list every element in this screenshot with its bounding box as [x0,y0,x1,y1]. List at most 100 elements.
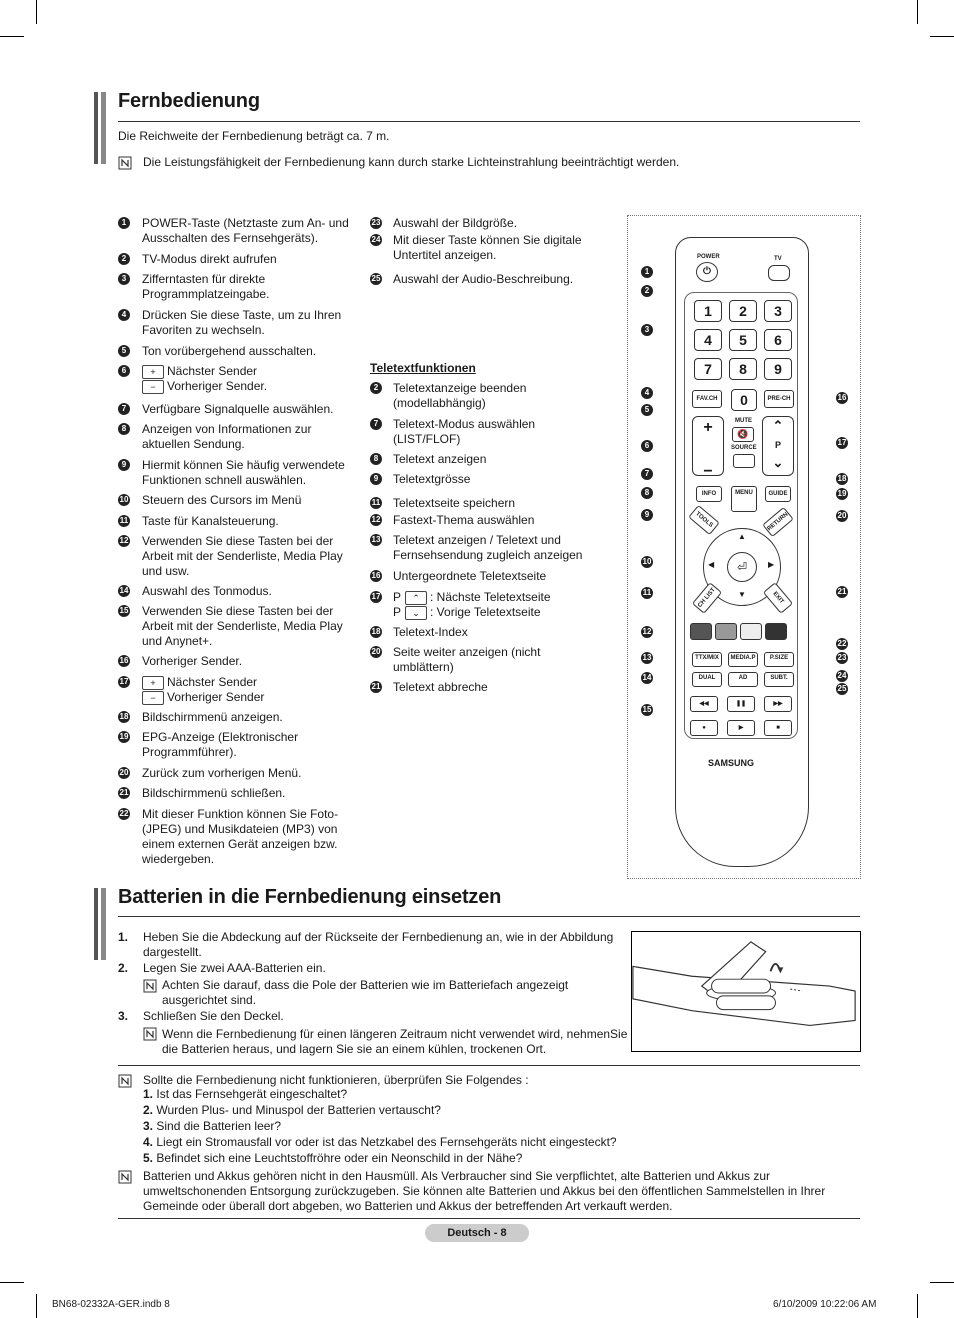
callout-badge: 24 [836,670,848,682]
list-item-text: +Nächster Sender [142,364,257,379]
play-icon[interactable]: ▶ [727,720,755,736]
digit-button[interactable]: 3 [764,300,792,322]
section-bar [101,92,106,164]
list-item-text: Hiermit können Sie häufig verwendete Fun… [142,458,345,487]
digit-button[interactable]: 4 [694,329,722,351]
fast-forward-icon[interactable]: ▶▶ [764,696,792,712]
menu-button[interactable]: MENU [731,486,757,512]
record-icon[interactable]: ● [690,720,718,736]
color-button[interactable] [690,623,712,640]
list-item-text: P⌄: Vorige Teletextseite [393,605,541,620]
list-item-text: Auswahl der Bildgröße. [393,216,518,230]
list-number-badge: 13 [370,534,382,546]
dual-button[interactable]: DUAL [692,672,722,687]
list-item-text: Vorheriger Sender. [142,654,243,668]
crop-mark [0,1282,24,1283]
note-text: Wenn die Fernbedienung für einen längere… [162,1027,628,1056]
subt-button[interactable]: SUBT. [764,672,794,687]
up-arrow-icon[interactable]: ▲ [738,532,746,541]
callout-badge: 22 [836,638,848,650]
ttx-mix-button[interactable]: TTX/MIX [692,652,722,667]
digit-button[interactable]: 9 [764,358,792,380]
footer-file: BN68-02332A-GER.indb 8 [52,1299,170,1310]
power-label: POWER [697,254,720,260]
list-item-text: Anzeigen von Informationen zur aktuellen… [142,422,312,451]
trouble-text: Wurden Plus- und Minuspol der Batterien … [156,1103,441,1117]
color-button[interactable] [740,623,762,640]
crop-mark [0,36,24,37]
tv-button[interactable] [768,265,790,281]
range-text: Die Reichweite der Fernbedienung beträgt… [118,129,390,143]
info-button[interactable]: INFO [696,486,722,502]
list-number-badge: 20 [118,767,130,779]
callout-badge: 23 [836,652,848,664]
fav-ch-button[interactable]: FAV.CH [692,390,722,408]
list-number-badge: 9 [118,459,130,471]
list-item-text: Vorheriger Sender. [167,379,268,393]
list-item-text: Taste für Kanalsteuerung. [142,514,279,528]
trouble-item: 4. Liegt ein Stromausfall vor oder ist d… [143,1135,617,1150]
list-number-badge: 17 [370,591,382,603]
crop-mark [930,1282,954,1283]
list-number-badge: 16 [118,655,130,667]
media-p-button[interactable]: MEDIA.P [728,652,758,667]
right-arrow-icon[interactable]: ▶ [768,560,775,569]
digit-button[interactable]: 6 [764,329,792,351]
digit-button[interactable]: 1 [694,300,722,322]
color-button[interactable] [715,623,737,640]
list-item-text: Seite weiter anzeigen (nicht umblättern) [393,645,541,674]
list-item-text: −Vorheriger Sender [142,690,264,705]
digit-button[interactable]: 2 [729,300,757,322]
list-item-text: Ton vorübergehend ausschalten. [142,344,317,358]
down-arrow-icon[interactable]: ▼ [738,590,746,599]
power-button[interactable]: ⏻ [696,262,718,282]
mute-label: MUTE [735,418,752,424]
pause-icon[interactable]: ❚❚ [727,696,755,712]
step-number: 3. [118,1009,129,1023]
mute-button[interactable]: 🔇 [732,427,754,442]
rewind-icon[interactable]: ◀◀ [690,696,718,712]
list-number-badge: 9 [370,473,382,485]
list-item-text: POWER-Taste (Netztaste zum An- und Aussc… [142,216,349,245]
enter-button[interactable]: ⏎ [727,552,757,582]
source-button[interactable] [733,454,755,468]
ad-button[interactable]: AD [728,672,758,687]
list-number-badge: 7 [370,418,382,430]
crop-mark [917,1294,918,1318]
list-number-badge: 4 [118,309,130,321]
list-number-badge: 20 [370,646,382,658]
divider [118,1065,860,1066]
volume-rocker[interactable]: +− [692,416,724,480]
trouble-text: Ist das Fernsehgerät eingeschaltet? [156,1087,348,1101]
callout-badge: 9 [641,509,653,521]
list-number-badge: 2 [370,382,382,394]
list-number-badge: 11 [370,497,382,509]
list-number-badge: 5 [118,345,130,357]
channel-rocker[interactable]: ⌃P⌄ [762,416,794,476]
list-item-text: P [393,590,402,604]
list-number-badge: 25 [370,273,382,285]
brand-logo: SAMSUNG [708,758,755,768]
step-number: 2. [118,961,129,975]
digit-button[interactable]: 8 [729,358,757,380]
pre-ch-button[interactable]: PRE-CH [764,390,794,408]
list-number-badge: 1 [118,217,130,229]
color-button[interactable] [765,623,787,640]
left-arrow-icon[interactable]: ◀ [708,560,715,569]
stop-icon[interactable]: ■ [764,720,792,736]
p-size-button[interactable]: P.SIZE [764,652,794,667]
section-bar [94,888,98,960]
guide-button[interactable]: GUIDE [765,486,791,502]
list-item-text: Teletext anzeigen [393,452,487,466]
divider [118,1218,860,1219]
callout-badge: 8 [641,487,653,499]
digit-button[interactable]: 0 [731,389,757,411]
page-badge: Deutsch - 8 [425,1224,529,1242]
step-text: Schließen Sie den Deckel. [143,1009,284,1023]
digit-button[interactable]: 7 [694,358,722,380]
digit-button[interactable]: 5 [729,329,757,351]
callout-badge: 16 [836,392,848,404]
list-item-text: Verwenden Sie diese Tasten bei der Arbei… [142,604,343,648]
remote-inner-panel [684,292,798,739]
callout-badge: 10 [641,556,653,568]
